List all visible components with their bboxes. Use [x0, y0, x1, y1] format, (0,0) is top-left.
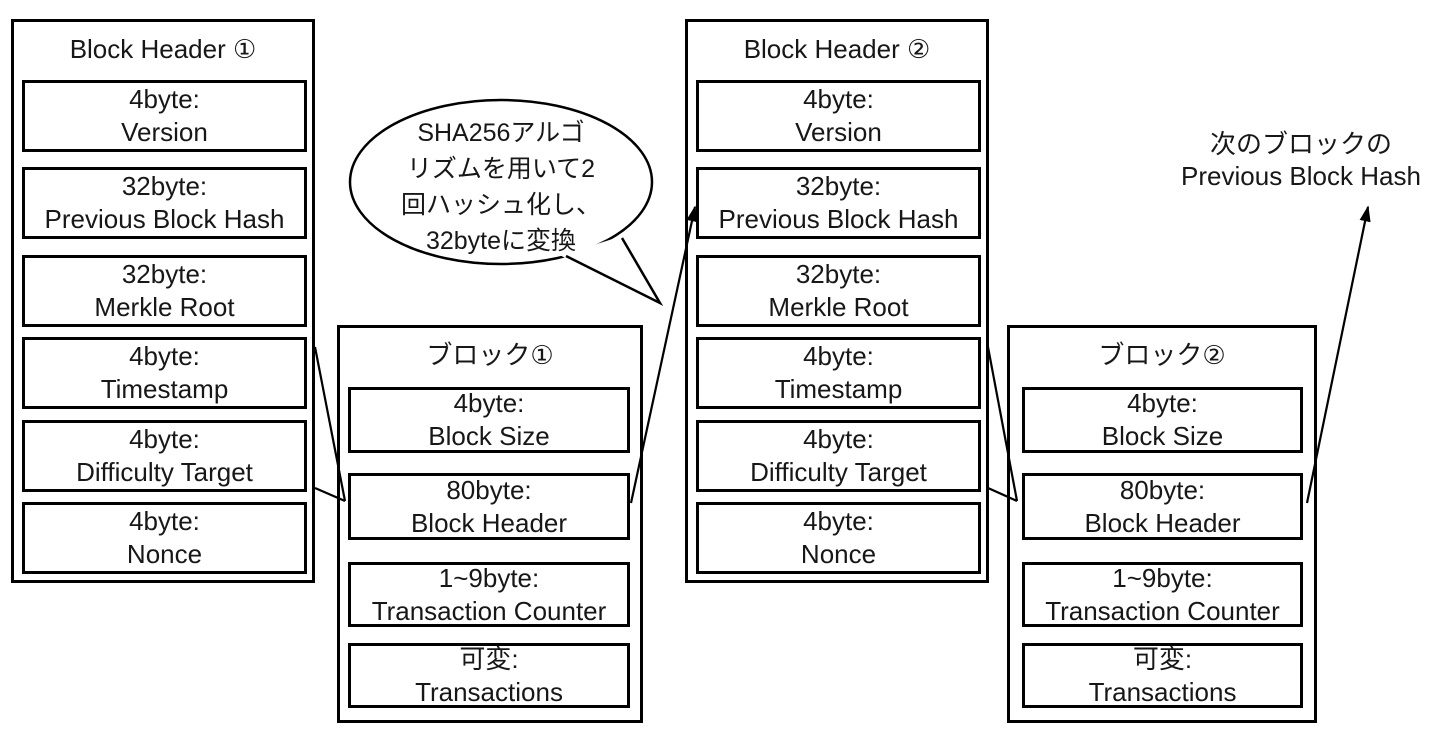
field-name: Merkle Root [94, 292, 235, 322]
field-previous-block-hash: 32byte: Previous Block Hash [22, 167, 307, 239]
callout-line: リズムを用いて2 [406, 155, 596, 183]
field-name: Merkle Root [768, 292, 909, 322]
field-name: Block Size [428, 421, 550, 451]
field-name: Previous Block Hash [44, 204, 285, 234]
field-name: Block Header [1084, 507, 1241, 538]
field-block-header: 80byte: Block Header [1022, 473, 1303, 540]
field-size: 4byte: [453, 388, 525, 418]
field-name: Version [795, 117, 882, 147]
field-transactions: 可変: Transactions [348, 643, 630, 708]
field-size: 4byte: [803, 341, 874, 371]
field-size: 80byte: [446, 474, 532, 505]
field-version: 4byte: Version [696, 80, 981, 152]
field-name: Difficulty Target [76, 457, 253, 487]
panel-title: Block Header ② [743, 34, 931, 64]
field-size: 32byte: [121, 259, 208, 289]
field-name: Timestamp [100, 374, 229, 404]
field-transaction-counter: 1~9byte: Transaction Counter [1022, 562, 1303, 627]
field-name: Timestamp [774, 374, 903, 404]
field-size: 可変: [459, 643, 519, 674]
field-name: Transactions [415, 676, 563, 707]
field-block-header: 80byte: Block Header [348, 473, 630, 540]
panel-title: ブロック① [426, 340, 554, 370]
field-size: 1~9byte: [438, 562, 540, 593]
callout-line: 回ハッシュ化し、 [400, 191, 601, 219]
field-size: 4byte: [803, 84, 874, 114]
field-name: Transaction Counter [371, 595, 607, 626]
field-name: Transaction Counter [1045, 595, 1280, 626]
field-size: 32byte: [121, 171, 208, 201]
field-transaction-counter: 1~9byte: Transaction Counter [348, 562, 630, 627]
field-size: 4byte: [129, 341, 200, 371]
field-nonce: 4byte: Nonce [696, 502, 981, 574]
field-size: 32byte: [795, 259, 882, 289]
panel-block-header-1: Block Header ① 4byte: Version 32byte: Pr… [11, 19, 315, 583]
field-name: Version [121, 117, 208, 147]
field-block-size: 4byte: Block Size [348, 387, 630, 453]
panel-block-header-2: Block Header ② 4byte: Version 32byte: Pr… [685, 19, 989, 583]
annotation-line: 次のブロックの [1209, 129, 1392, 159]
field-size: 4byte: [129, 506, 200, 536]
field-name: Block Header [410, 507, 568, 538]
panel-block-1: ブロック① 4byte: Block Size 80byte: Block He… [337, 325, 643, 723]
field-transactions: 可変: Transactions [1022, 643, 1303, 708]
field-name: Previous Block Hash [718, 204, 959, 234]
field-merkle-root: 32byte: Merkle Root [696, 255, 981, 327]
field-size: 4byte: [129, 84, 200, 114]
callout-line: 32byteに変換 [425, 227, 577, 255]
field-size: 可変: [1132, 643, 1193, 674]
panel-block-2: ブロック② 4byte: Block Size 80byte: Block He… [1007, 325, 1317, 723]
field-name: Difficulty Target [750, 457, 927, 487]
field-merkle-root: 32byte: Merkle Root [22, 255, 307, 327]
callout-line: SHA256アルゴ [417, 119, 585, 147]
field-size: 4byte: [803, 424, 874, 454]
field-size: 32byte: [795, 171, 882, 201]
field-size: 80byte: [1119, 474, 1206, 505]
panel-title: Block Header ① [69, 34, 257, 64]
next-block-hash-annotation: 次のブロックの Previous Block Hash [1158, 128, 1444, 192]
annotation-line: Previous Block Hash [1181, 161, 1421, 191]
field-name: Transactions [1088, 676, 1237, 707]
panel-title: ブロック② [1098, 340, 1226, 370]
callout-text: SHA256アルゴ リズムを用いて2 回ハッシュ化し、 32byteに変換 [341, 115, 661, 259]
field-name: Block Size [1101, 421, 1224, 451]
field-name: Nonce [800, 539, 877, 569]
field-name: Nonce [126, 539, 203, 569]
field-size: 4byte: [129, 424, 200, 454]
field-timestamp: 4byte: Timestamp [696, 337, 981, 409]
field-nonce: 4byte: Nonce [22, 502, 307, 574]
field-previous-block-hash: 32byte: Previous Block Hash [696, 167, 981, 239]
field-difficulty-target: 4byte: Difficulty Target [696, 420, 981, 492]
field-difficulty-target: 4byte: Difficulty Target [22, 420, 307, 492]
field-size: 4byte: [803, 506, 874, 536]
field-block-size: 4byte: Block Size [1022, 387, 1303, 453]
field-version: 4byte: Version [22, 80, 307, 152]
field-timestamp: 4byte: Timestamp [22, 337, 307, 409]
field-size: 4byte: [1127, 388, 1198, 418]
field-size: 1~9byte: [1112, 562, 1213, 593]
